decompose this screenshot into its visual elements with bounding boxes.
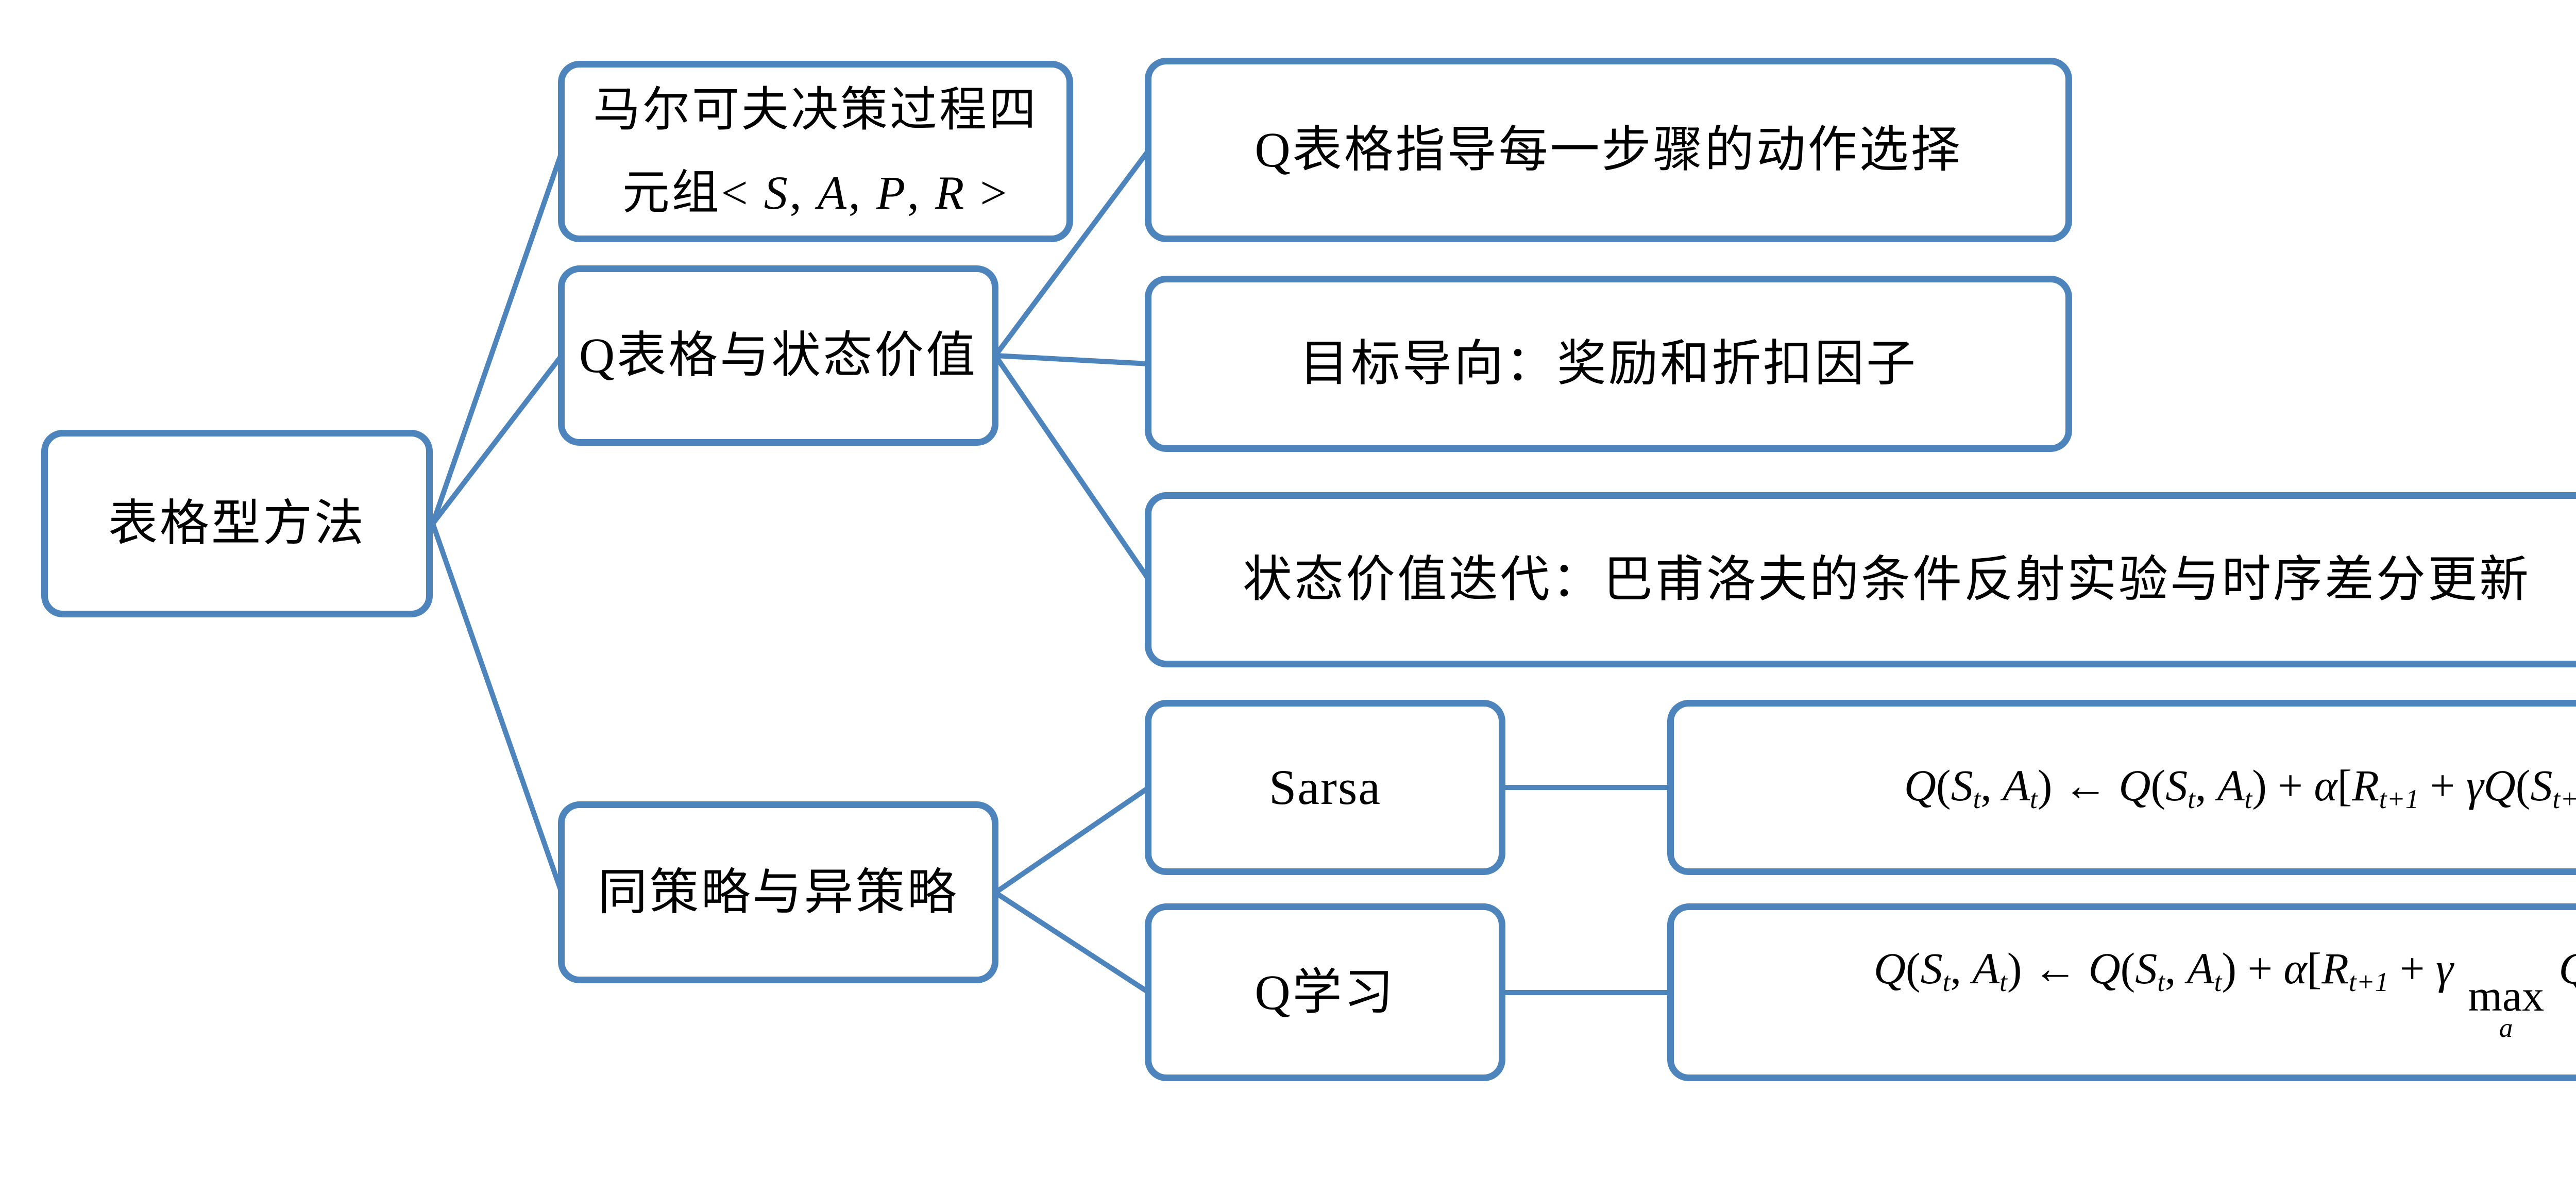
node-q-table-state-value: Q表格与状态价值 [558, 265, 998, 446]
node-leaf-state-value-iteration-label: 状态价值迭代：巴甫洛夫的条件反射实验与时序差分更新 [1243, 552, 2531, 608]
node-root-label: 表格型方法 [108, 496, 366, 551]
connector-qtable-leaf-goal [995, 353, 1149, 366]
node-sarsa: Sarsa [1145, 700, 1505, 875]
connector-policy-qlearning [994, 890, 1150, 995]
node-sarsa-label: Sarsa [1269, 760, 1381, 815]
node-leaf-q-table-action-choice-label: Q表格指导每一步骤的动作选择 [1255, 122, 1962, 178]
node-mdp-tuple: 马尔可夫决策过程四元组< S, A, P, R > [558, 61, 1073, 242]
node-q-learning-label: Q学习 [1255, 964, 1396, 1020]
node-on-policy-off-policy-label: 同策略与异策略 [598, 864, 959, 920]
node-root: 表格型方法 [41, 430, 433, 617]
node-q-table-state-value-label: Q表格与状态价值 [579, 328, 978, 383]
node-on-policy-off-policy: 同策略与异策略 [558, 801, 998, 983]
node-leaf-q-table-action-choice: Q表格指导每一步骤的动作选择 [1145, 58, 2072, 242]
node-leaf-goal-oriented-label: 目标导向：奖励和折扣因子 [1299, 336, 1918, 392]
connector-qtable-leaf-action [993, 148, 1151, 357]
connector-policy-sarsa [994, 785, 1150, 895]
node-sarsa-formula: Q(St, At) ← Q(St, At) + α[Rt+1 + γQ(St+1… [1667, 700, 2576, 875]
node-leaf-state-value-iteration: 状态价值迭代：巴甫洛夫的条件反射实验与时序差分更新 [1145, 492, 2576, 667]
connector-root-mdp [430, 152, 564, 525]
node-sarsa-formula-text: Q(St, At) ← Q(St, At) + α[Rt+1 + γQ(St+1… [1904, 760, 2576, 814]
node-leaf-goal-oriented: 目标导向：奖励和折扣因子 [1145, 276, 2072, 452]
connector-root-qtable [431, 354, 564, 526]
connector-root-policy [430, 523, 564, 894]
connector-qtable-leaf-valueiter [993, 354, 1151, 581]
node-mdp-tuple-label: 马尔可夫决策过程四元组< S, A, P, R > [592, 83, 1038, 219]
node-q-learning: Q学习 [1145, 903, 1505, 1081]
